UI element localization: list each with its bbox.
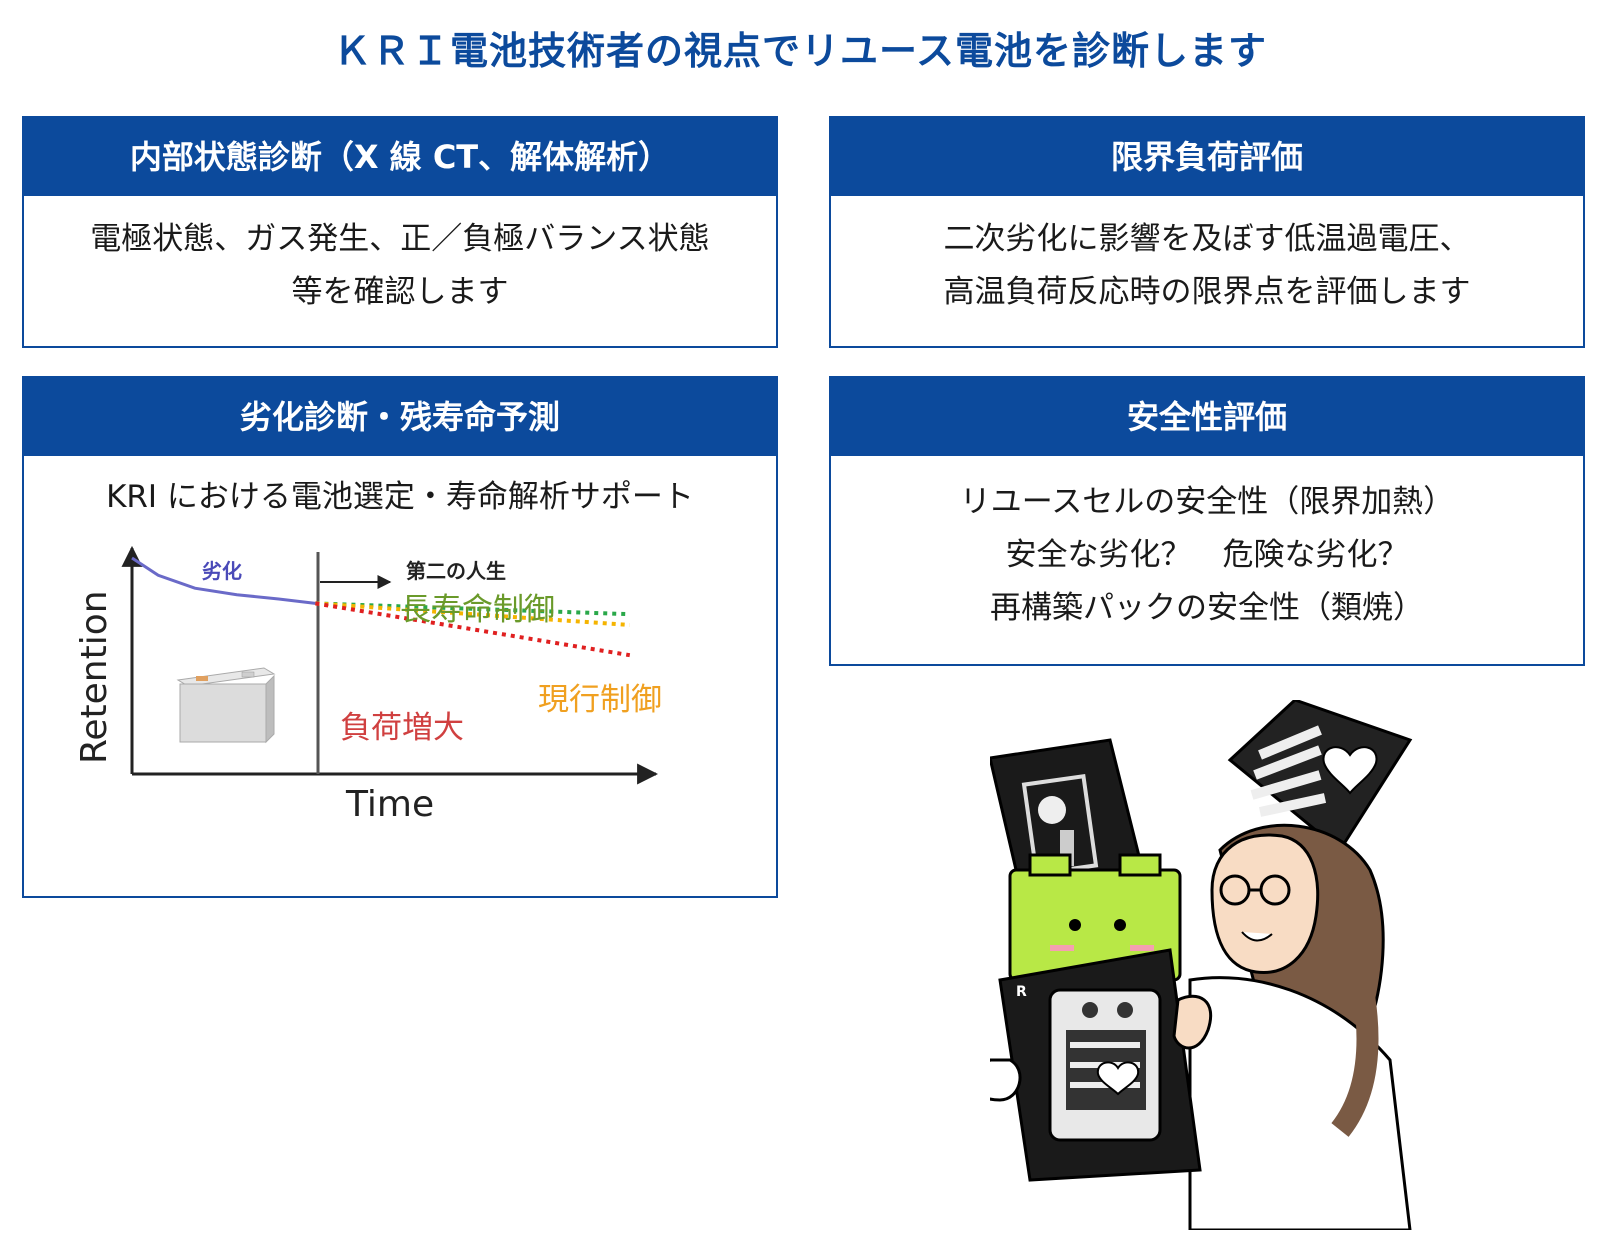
limit-load-line-1: 二次劣化に影響を及ぼす低温過電圧、 <box>943 221 1471 257</box>
battery-mascot <box>1008 853 1182 982</box>
engineer-xray-illustration: R <box>990 700 1413 1230</box>
xray-film-front: R <box>998 948 1202 1182</box>
second-life-label: 第二の人生 <box>406 559 506 583</box>
safety-header: 安全性評価 <box>831 378 1583 456</box>
series-line-0 <box>131 556 316 605</box>
battery-cell-illustration <box>176 667 276 744</box>
safety-body: リユースセルの安全性（限界加熱） 安全な劣化？ 危険な劣化？ 再構築パックの安全… <box>831 456 1583 635</box>
safety-line-3: 再構築パックの安全性（類焼） <box>990 590 1424 626</box>
degradation-header: 劣化診断・残寿命予測 <box>24 378 776 456</box>
internal-diagnosis-line-2: 等を確認します <box>291 274 509 310</box>
internal-diagnosis-panel: 内部状態診断（X 線 CT、解体解析） 電極状態、ガス発生、正／負極バランス状態… <box>22 116 778 348</box>
safety-line-2: 安全な劣化？ 危険な劣化？ <box>1005 537 1409 573</box>
series-line-1 <box>315 601 630 617</box>
y-axis-label: Retention <box>74 590 115 764</box>
internal-diagnosis-line-1: 電極状態、ガス発生、正／負極バランス状態 <box>90 221 710 257</box>
hands <box>990 994 1213 1102</box>
limit-load-header: 限界負荷評価 <box>831 118 1583 196</box>
label-long-life: 長寿命制御 <box>400 592 555 628</box>
degradation-label: 劣化 <box>202 559 242 583</box>
engineer <box>1188 823 1412 1230</box>
xray-film-heart <box>1227 700 1413 853</box>
internal-diagnosis-header: 内部状態診断（X 線 CT、解体解析） <box>24 118 776 196</box>
label-high-load: 負荷増大 <box>340 710 464 746</box>
internal-diagnosis-body: 電極状態、ガス発生、正／負極バランス状態 等を確認します <box>24 196 776 319</box>
x-axis-label: Time <box>345 784 434 825</box>
series-line-2 <box>315 601 630 627</box>
degradation-subtitle: KRI における電池選定・寿命解析サポート <box>106 479 694 515</box>
limit-load-line-2: 高温負荷反応時の限界点を評価します <box>943 274 1471 310</box>
safety-panel: 安全性評価 リユースセルの安全性（限界加熱） 安全な劣化？ 危険な劣化？ 再構築… <box>829 376 1585 666</box>
xray-film-mark: R <box>1016 984 1027 1000</box>
page-title: ＫＲＩ電池技術者の視点でリユース電池を診断します <box>332 29 1268 73</box>
limit-load-panel: 限界負荷評価 二次劣化に影響を及ぼす低温過電圧、 高温負荷反応時の限界点を評価し… <box>829 116 1585 348</box>
degradation-body: KRI における電池選定・寿命解析サポート <box>24 456 776 524</box>
safety-line-1: リユースセルの安全性（限界加熱） <box>959 484 1455 520</box>
limit-load-body: 二次劣化に影響を及ぼす低温過電圧、 高温負荷反応時の限界点を評価します <box>831 196 1583 319</box>
retention-chart: 第二の人生 劣化 長寿命制御 現行制御 負荷増大 Retention Time <box>74 545 662 825</box>
label-current: 現行制御 <box>538 682 662 718</box>
degradation-panel: 劣化診断・残寿命予測 KRI における電池選定・寿命解析サポート 第二の人生 劣… <box>22 376 778 898</box>
